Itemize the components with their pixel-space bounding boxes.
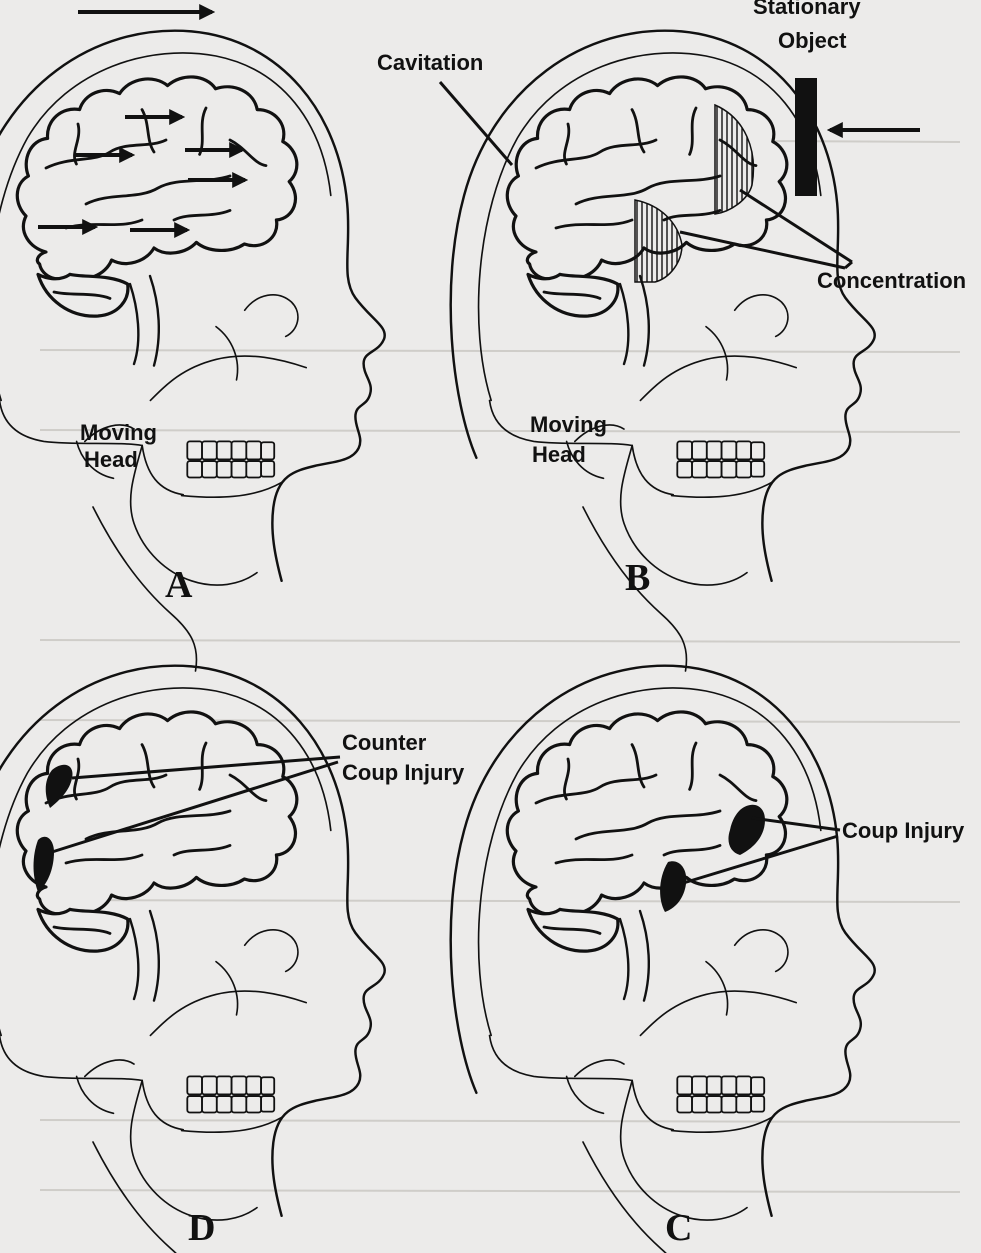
panel-b: Stationary Object Cavitation Concentrati… xyxy=(377,0,966,671)
moving-head-label-a: Moving Head xyxy=(80,420,163,472)
panel-d: Counter Coup Injury D xyxy=(0,666,465,1253)
panel-letter-c: C xyxy=(665,1207,692,1249)
panel-letter-b: B xyxy=(625,557,650,599)
brain-d xyxy=(17,712,297,1001)
cavitation-label: Cavitation xyxy=(377,50,483,75)
cavitation-leader xyxy=(440,82,512,165)
stationary-object xyxy=(795,78,817,196)
panel-c: Coup Injury C xyxy=(451,666,965,1253)
coup-injury-label: Coup Injury xyxy=(842,818,965,843)
panel-a: Moving Head A xyxy=(0,12,385,671)
brain-c xyxy=(507,712,787,1001)
brain-a xyxy=(17,77,297,366)
counter-coup-label: Counter Coup Injury xyxy=(342,730,465,785)
panel-letter-a: A xyxy=(165,564,193,606)
concentration-label: Concentration xyxy=(817,268,966,293)
stationary-object-label: Stationary Object xyxy=(753,0,867,53)
panel-letter-d: D xyxy=(188,1207,215,1249)
moving-head-label-b: Moving Head xyxy=(530,412,613,467)
